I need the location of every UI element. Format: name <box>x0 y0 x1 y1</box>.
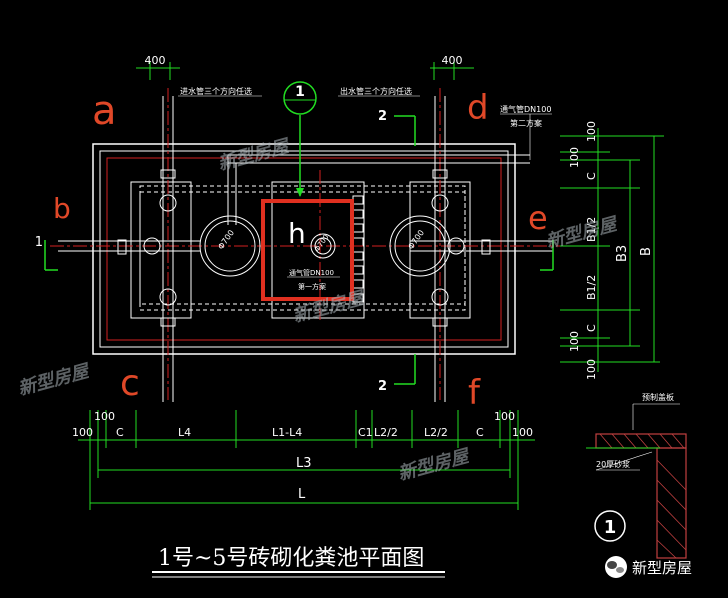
manhole-right-label: Φ700 <box>406 228 426 251</box>
watermark-1: 新型房屋 <box>216 135 293 174</box>
detail-label-cover: 预制盖板 <box>642 392 674 402</box>
dim-r-100-d: 100 <box>585 359 598 380</box>
detail-number: 1 <box>604 517 617 538</box>
dim-r-b1-half-top: B1/2 <box>585 217 598 242</box>
right-dimension-texts: 100 100 C B1/2 B1/2 C 100 100 B3 B <box>568 121 654 380</box>
top-dim-left: 400 <box>145 54 166 67</box>
vent-option-2-note: 第二方案 <box>510 118 542 128</box>
vent-option-1-note: 第一方案 <box>298 282 326 291</box>
dim-r-100-a: 100 <box>585 121 598 142</box>
pipe-fittings <box>117 169 491 327</box>
section-callout: 1 <box>283 81 317 115</box>
detail-section <box>586 403 687 559</box>
manholes <box>199 215 451 277</box>
mark-2-top: 2 <box>378 109 387 124</box>
dim-r-b1-half-bottom: B1/2 <box>585 275 598 300</box>
dim-r-c-bottom: C <box>585 324 598 332</box>
watermark-3: 新型房屋 <box>544 213 621 252</box>
inlet-pipe-note: 进水管三个方向任选 <box>180 86 252 96</box>
dim-r-c-top: C <box>585 172 598 180</box>
arrow-down <box>296 188 304 197</box>
dim-100-right-top: 100 <box>494 410 515 423</box>
pipes <box>58 96 553 402</box>
bottom-dimension-texts: 100 100 C L4 L1-L4 C1 L2/2 L2/2 C 100 10… <box>72 410 533 502</box>
dim-l3: L3 <box>296 456 312 471</box>
drawing-title: 1号~5号砖砌化粪池平面图 <box>158 546 424 571</box>
top-dimensions <box>136 62 474 80</box>
dim-l1-l4: L1-L4 <box>272 426 302 439</box>
dim-c1: C1 <box>358 426 373 439</box>
detail-label-mortar: 20厚砂浆 <box>596 459 630 469</box>
section-callout-number: 1 <box>295 84 305 100</box>
letter-h: h <box>288 217 306 250</box>
dim-l2-half-a: L2/2 <box>374 426 398 439</box>
brand: 新型房屋 <box>605 556 692 578</box>
dim-l4: L4 <box>178 426 191 439</box>
letter-b: b <box>53 192 71 225</box>
center-lines <box>50 88 560 400</box>
letter-e: e <box>528 199 548 237</box>
vent-pipe-center-note: 通气管DN100 <box>289 268 334 277</box>
dim-100-right: 100 <box>512 426 533 439</box>
right-dimension-lines <box>560 128 664 372</box>
dim-r-100-c: 100 <box>568 331 581 352</box>
dim-l: L <box>298 487 306 502</box>
watermark-4: 新型房屋 <box>16 360 93 399</box>
bottom-dimension-lines <box>78 410 535 510</box>
dim-r-b: B <box>639 247 654 256</box>
green-leaders <box>44 115 554 385</box>
chamber-letters: a b c d e f h <box>53 88 548 413</box>
dim-r-b3: B3 <box>615 245 630 262</box>
vent-pipe-right-note: 通气管DN100 <box>500 104 551 114</box>
watermark-2: 新型房屋 <box>291 287 368 326</box>
dim-r-100-b: 100 <box>568 147 581 168</box>
dim-l2-half-b: L2/2 <box>424 426 448 439</box>
left-section-mark: 1 <box>35 235 43 250</box>
letter-f: f <box>468 373 481 413</box>
highlight-box <box>261 199 354 301</box>
mark-2-bottom: 2 <box>378 379 387 394</box>
outlet-pipe-note: 出水管三个方向任选 <box>340 86 412 96</box>
dim-100-left-top: 100 <box>94 410 115 423</box>
dim-c-left: C <box>116 426 124 439</box>
letter-c: c <box>120 363 140 404</box>
manhole-left-label: Φ700 <box>216 228 236 251</box>
dim-100-left: 100 <box>72 426 93 439</box>
letter-d: d <box>467 88 489 128</box>
watermark-5: 新型房屋 <box>396 445 473 484</box>
wechat-icon <box>607 561 617 569</box>
letter-a: a <box>92 88 117 134</box>
top-dim-right: 400 <box>442 54 463 67</box>
brand-name: 新型房屋 <box>632 559 692 577</box>
dim-c-right: C <box>476 426 484 439</box>
